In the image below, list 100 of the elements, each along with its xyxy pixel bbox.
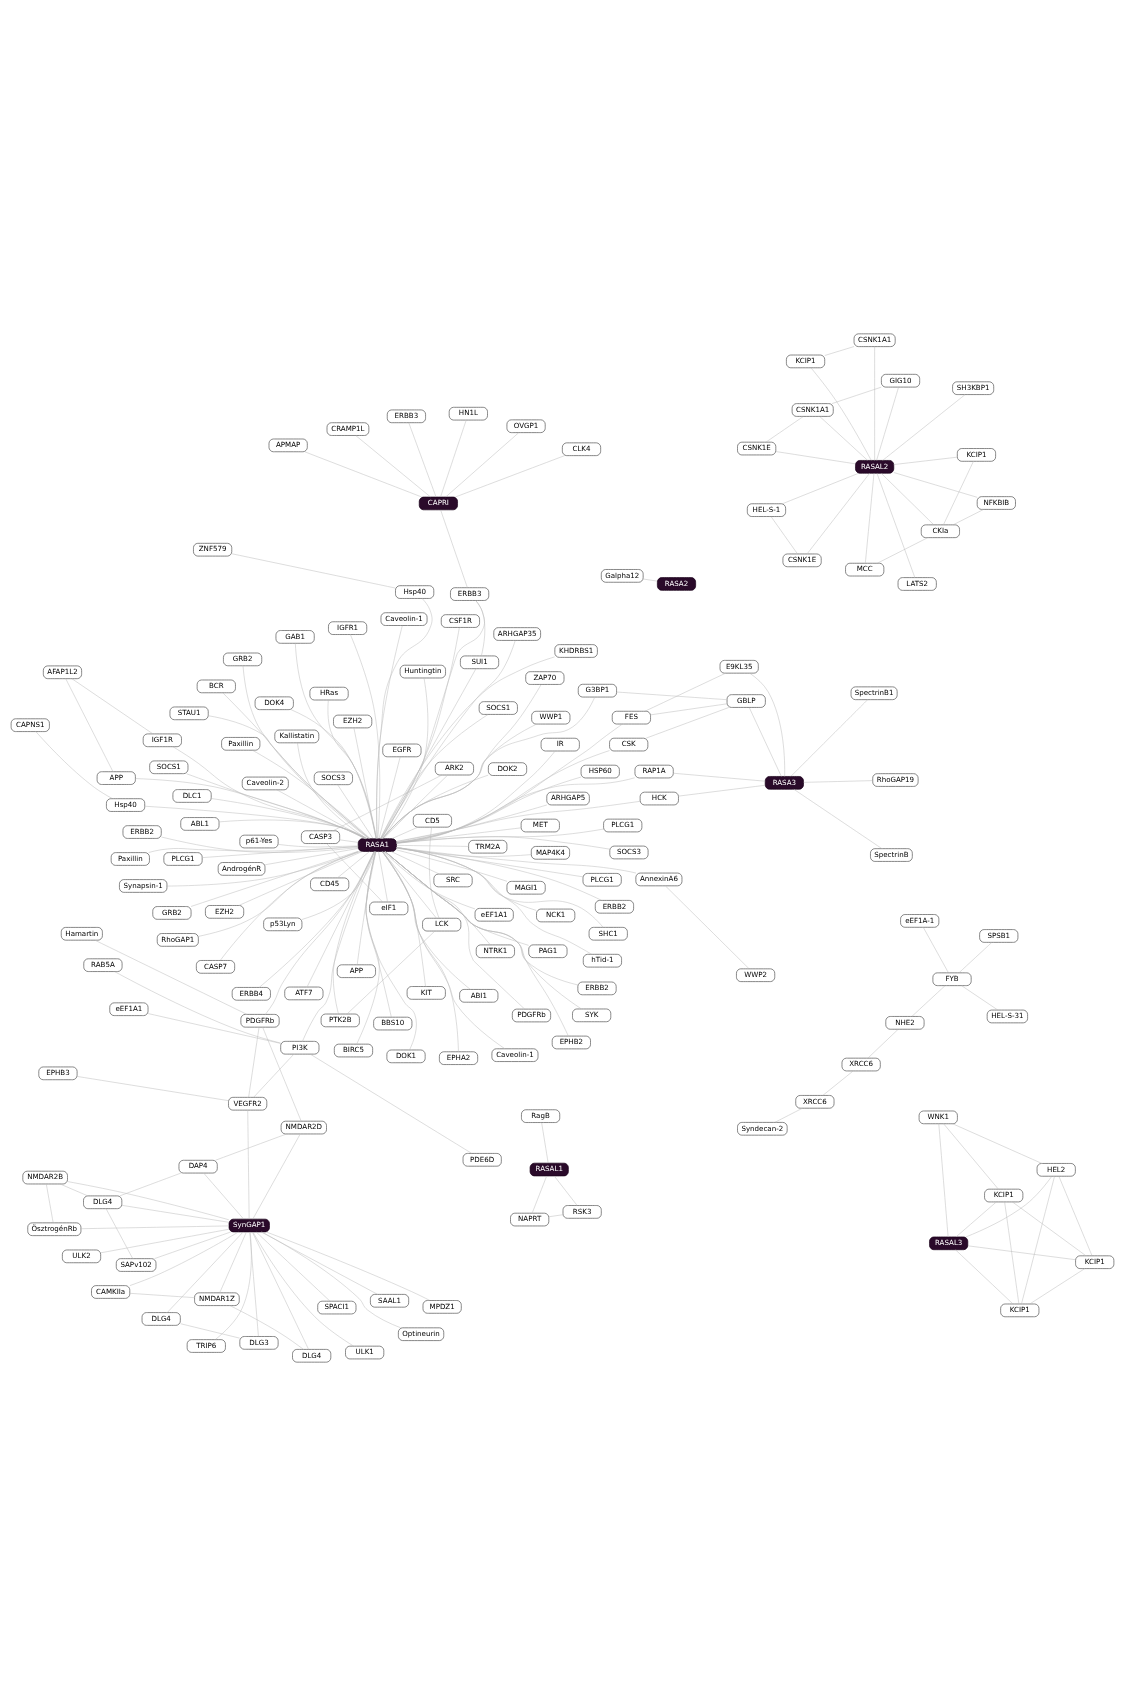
node-box: MAP4K4 [530, 845, 570, 860]
node-box: CAPNS1 [10, 717, 50, 732]
connector [408, 421, 437, 497]
node-box: CAPRI [418, 496, 458, 510]
connector [121, 1204, 230, 1223]
connector [382, 696, 596, 839]
connector [893, 456, 958, 465]
node-box: SUI1 [460, 655, 500, 669]
connector [749, 672, 785, 777]
connector [278, 843, 359, 847]
node-box: ULK2 [62, 1249, 102, 1263]
node-box: HEL-S-1 [746, 502, 786, 517]
connector [295, 642, 377, 839]
connector [644, 672, 726, 711]
node-box: RAP1A [634, 764, 674, 778]
node-box: DLG4 [292, 1348, 332, 1362]
node-box: EZH2 [333, 714, 373, 728]
node-box: RSK3 [562, 1204, 602, 1219]
connector [938, 1123, 949, 1237]
connector [167, 1231, 244, 1313]
node-box: eIF1 [369, 901, 409, 915]
connector [882, 393, 966, 461]
connector [347, 930, 435, 1014]
connector [678, 784, 766, 796]
node-box: SPACI1 [317, 1300, 357, 1314]
node-box: GRB2 [152, 905, 192, 920]
connector [1029, 1267, 1086, 1304]
connector [100, 1228, 230, 1253]
node-box: Caveolin-1 [491, 1047, 539, 1062]
node-box: NMDAR2D [280, 1120, 327, 1134]
connector [877, 536, 928, 563]
node-box: OVGP1 [506, 419, 546, 433]
node-box: Optineurin [398, 1326, 445, 1341]
connector [249, 1231, 259, 1337]
connector [202, 845, 359, 858]
node-box: GIG10 [881, 373, 921, 387]
connector [262, 1026, 302, 1121]
node-box: PLCG1 [163, 851, 203, 866]
node-box: VEGFR2 [228, 1096, 268, 1110]
connector [1012, 1201, 1087, 1256]
node-box: KCIP1 [1000, 1303, 1040, 1317]
node-box: KCIP1 [956, 447, 996, 462]
node-box: NTRK1 [475, 944, 515, 958]
node-box: PTK2B [320, 1013, 360, 1027]
node-box: AndrogénR [217, 861, 266, 876]
node-box: FES [611, 710, 651, 724]
node-box: NFKBIB [976, 495, 1016, 510]
connector [867, 1028, 899, 1058]
node-box: ULK1 [345, 1345, 385, 1359]
connector [365, 850, 417, 1050]
node-box: SpectrinB1 [850, 686, 898, 700]
connector [198, 850, 360, 937]
node-box: CRAMP1L [326, 421, 370, 436]
connector [339, 839, 359, 843]
node-box: Caveolin-1 [380, 611, 428, 626]
connector [384, 850, 529, 946]
connector [60, 1183, 88, 1196]
node-box: Kallistatin [274, 729, 320, 743]
node-box: CSNK1E [737, 441, 777, 455]
connector [831, 386, 882, 404]
node-box: RagB [521, 1108, 561, 1123]
node-box: CSK [609, 737, 649, 751]
connector [955, 1201, 997, 1237]
connector [880, 472, 935, 525]
connector [264, 847, 359, 865]
connector [967, 1245, 1076, 1260]
connector [382, 677, 429, 839]
connector [129, 1231, 239, 1286]
connector [310, 1053, 472, 1154]
node-box: eEF1A1 [109, 1002, 149, 1016]
connector [252, 749, 371, 839]
node-box: ERBB4 [231, 986, 271, 1001]
connector [378, 756, 401, 839]
node-box: BCR [196, 679, 236, 693]
node-box: WWP1 [531, 710, 571, 724]
node-box: DOK2 [488, 761, 528, 776]
connector [1004, 1201, 1020, 1304]
connector [396, 847, 532, 857]
connector [180, 1322, 240, 1338]
connector [911, 984, 946, 1017]
connector [384, 850, 525, 1009]
node-box: Hsp40 [395, 584, 435, 599]
connector [380, 656, 555, 839]
node-box: APP [96, 770, 136, 785]
node-box: APP [336, 963, 376, 978]
node-box: KIT [406, 985, 446, 1000]
node-box: RASAL3 [929, 1236, 969, 1250]
node-box: DLG4 [141, 1311, 181, 1326]
connector [382, 850, 506, 1049]
node-box: FYB [932, 972, 972, 986]
connector [943, 1123, 999, 1189]
connector [252, 1231, 354, 1346]
node-box: E9KL35 [719, 659, 759, 673]
node-box: PDGFRb [240, 1013, 280, 1027]
node-box: NCK1 [536, 908, 576, 922]
connector [67, 1180, 230, 1220]
connector [1021, 1175, 1055, 1304]
connector [255, 1231, 331, 1301]
connector [376, 597, 433, 839]
node-box: SAAL1 [370, 1293, 410, 1308]
